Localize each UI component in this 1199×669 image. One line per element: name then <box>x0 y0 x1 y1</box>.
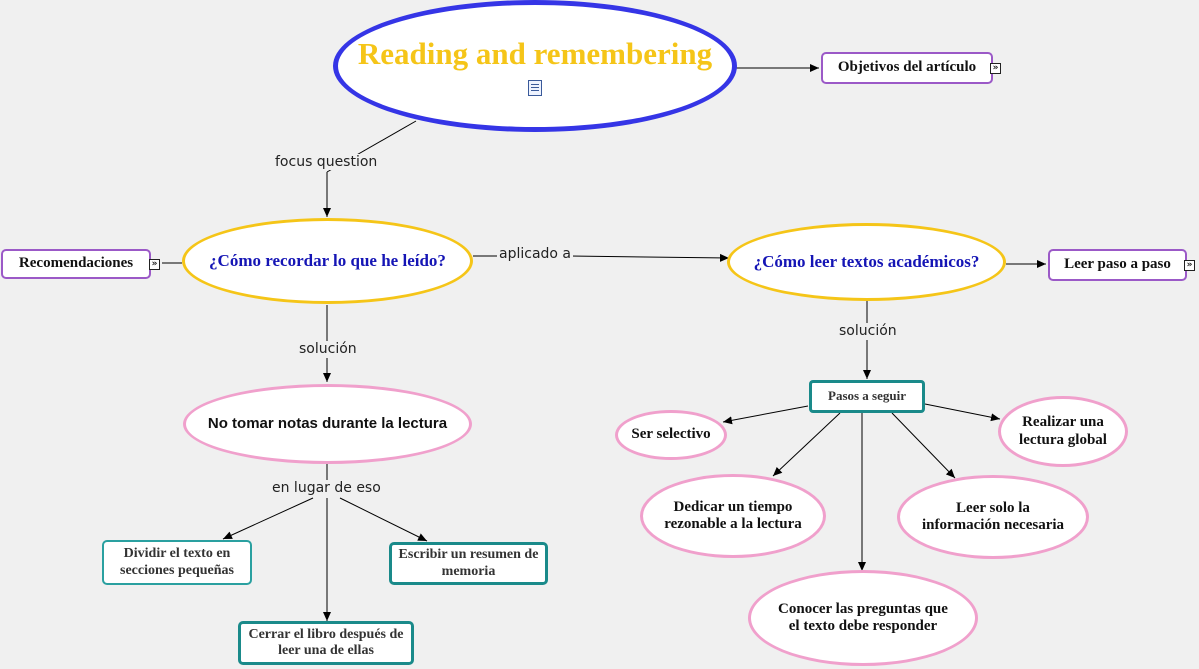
objetivos-node[interactable]: Objetivos del artículo <box>821 52 993 84</box>
expand-objetivos-icon[interactable]: » <box>990 63 1001 74</box>
document-icon[interactable] <box>528 79 542 96</box>
conocer-node[interactable]: Conocer las preguntas que el texto debe … <box>748 570 978 666</box>
ser-selectivo-node[interactable]: Ser selectivo <box>615 410 727 460</box>
link-pasos-leersolo <box>891 412 956 479</box>
question-recordar-label: ¿Cómo recordar lo que he leído? <box>209 251 446 271</box>
leer-paso-node[interactable]: Leer paso a paso <box>1048 249 1187 281</box>
leer-solo-node[interactable]: Leer solo la información necesaria <box>897 475 1089 559</box>
link-label-en-lugar[interactable]: en lugar de eso <box>270 480 383 496</box>
cerrar-node[interactable]: Cerrar el libro después de leer una de e… <box>238 621 414 665</box>
dedicar-label: Dedicar un tiempo rezonable a la lectura <box>664 498 802 532</box>
dividir-label: Dividir el texto en secciones pequeñas <box>120 546 234 578</box>
link-label-solucion-left[interactable]: solución <box>297 341 359 357</box>
realizar-label: Realizar una lectura global <box>1019 414 1107 448</box>
link-enlugar-dividir <box>222 497 314 540</box>
pasos-label: Pasos a seguir <box>828 388 906 404</box>
link-label-aplicado[interactable]: aplicado a <box>497 246 574 262</box>
main-concept[interactable]: Reading and remembering <box>333 0 737 132</box>
pasos-node[interactable]: Pasos a seguir <box>809 380 925 413</box>
question-leer-label: ¿Cómo leer textos académicos? <box>753 252 980 272</box>
link-pasos-realizar <box>924 403 1001 422</box>
recomendaciones-node[interactable]: Recomendaciones <box>1 249 151 279</box>
escribir-node[interactable]: Escribir un resumen de memoria <box>389 542 548 585</box>
main-title: Reading and remembering <box>357 36 713 72</box>
cerrar-label: Cerrar el libro después de leer una de e… <box>248 626 404 658</box>
link-aplicado-q2 <box>569 253 730 262</box>
objetivos-label: Objetivos del artículo <box>837 59 977 76</box>
link-label-solucion-right[interactable]: solución <box>837 323 899 339</box>
no-tomar-notas-label: No tomar notas durante la lectura <box>207 415 448 433</box>
expand-recomendaciones-icon[interactable]: » <box>149 259 160 270</box>
realizar-node[interactable]: Realizar una lectura global <box>998 396 1128 467</box>
link-pasos-dedicar <box>772 412 841 477</box>
recomendaciones-label: Recomendaciones <box>18 255 134 272</box>
link-enlugar-escribir <box>339 497 428 542</box>
leer-solo-label: Leer solo la información necesaria <box>921 499 1065 533</box>
conocer-label: Conocer las preguntas que el texto debe … <box>778 600 948 634</box>
expand-leer-paso-icon[interactable]: » <box>1184 260 1195 271</box>
dedicar-node[interactable]: Dedicar un tiempo rezonable a la lectura <box>640 474 826 558</box>
escribir-label: Escribir un resumen de memoria <box>398 547 539 579</box>
question-leer[interactable]: ¿Cómo leer textos académicos? <box>727 223 1006 301</box>
question-recordar[interactable]: ¿Cómo recordar lo que he leído? <box>182 218 473 304</box>
dividir-node[interactable]: Dividir el texto en secciones pequeñas <box>102 540 252 585</box>
ser-selectivo-label: Ser selectivo <box>631 426 711 443</box>
leer-paso-label: Leer paso a paso <box>1064 256 1171 273</box>
no-tomar-notas-node[interactable]: No tomar notas durante la lectura <box>183 384 472 464</box>
link-label-focus[interactable]: focus question <box>273 154 380 170</box>
link-pasos-selectivo <box>722 405 809 425</box>
